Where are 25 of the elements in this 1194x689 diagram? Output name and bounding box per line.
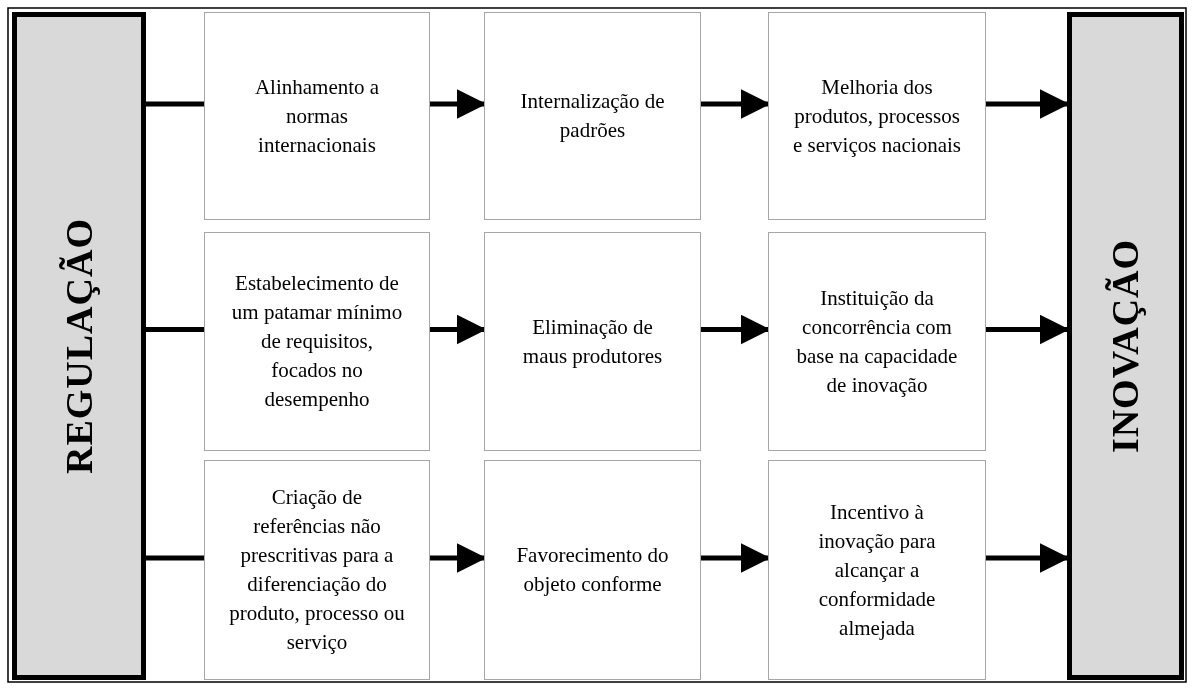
process-box <box>484 12 701 220</box>
side-panel <box>12 12 146 680</box>
panel-title: REGULAÇÃO <box>57 218 101 474</box>
box-text: Eliminação de maus produtores <box>521 313 664 370</box>
process-box <box>768 460 986 680</box>
process-box <box>204 232 430 451</box>
process-box <box>484 232 701 451</box>
process-box <box>768 12 986 220</box>
box-text: Internalização de padrões <box>519 88 666 144</box>
box-text: Incentivo à inovação para alcançar a conformidade almejada <box>817 498 937 642</box>
box-text: Estabelecimento de um patamar mínimo de requisitos, focados no desempenho <box>230 270 404 413</box>
box-text: Criação de referências não prescritivas para a diferenciação do produto, processo ou serviço <box>229 484 405 656</box>
box-text: Instituição da concorrência com base na capacidade de inovação <box>795 284 959 399</box>
connector-line <box>146 101 204 107</box>
process-box <box>204 460 430 680</box>
box-text: Alinhamento a normas internacionais <box>253 73 381 159</box>
process-box <box>768 232 986 451</box>
box-text: Favorecimento do objeto conforme <box>515 542 670 598</box>
process-box <box>204 12 430 220</box>
connector-line <box>146 555 204 561</box>
box-text: Melhoria dos produtos, processos e serviços nacionais <box>793 73 961 159</box>
connector-line <box>146 327 204 332</box>
side-panel <box>1067 12 1184 680</box>
panel-title: INOVAÇÃO <box>1103 238 1148 454</box>
process-box <box>484 460 701 680</box>
